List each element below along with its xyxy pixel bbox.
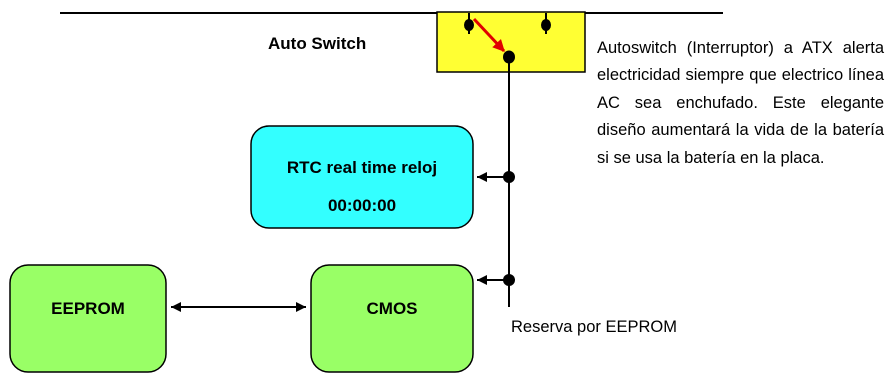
eeprom-label: EEPROM: [51, 299, 125, 318]
autoswitch-description: Autoswitch (Interruptor) a ATX alerta el…: [597, 39, 884, 167]
reserve-note: Reserva por EEPROM: [511, 318, 677, 336]
rtc-box: [250, 125, 474, 229]
rtc-junction-node: [503, 171, 515, 183]
cmos-label: CMOS: [366, 299, 418, 318]
rtc-time: 00:00:00: [327, 196, 397, 215]
eeprom-box: [9, 264, 167, 373]
cmos-junction-node: [503, 274, 515, 286]
auto-switch-label: Auto Switch: [268, 34, 367, 53]
cmos-box: [310, 264, 474, 373]
auto-switch-box: [436, 11, 586, 73]
rtc-title: RTC real time reloj: [286, 158, 438, 177]
switch-contact-left: [464, 13, 474, 34]
switch-contact-right: [541, 13, 551, 34]
switch-arrow: [472, 17, 506, 53]
